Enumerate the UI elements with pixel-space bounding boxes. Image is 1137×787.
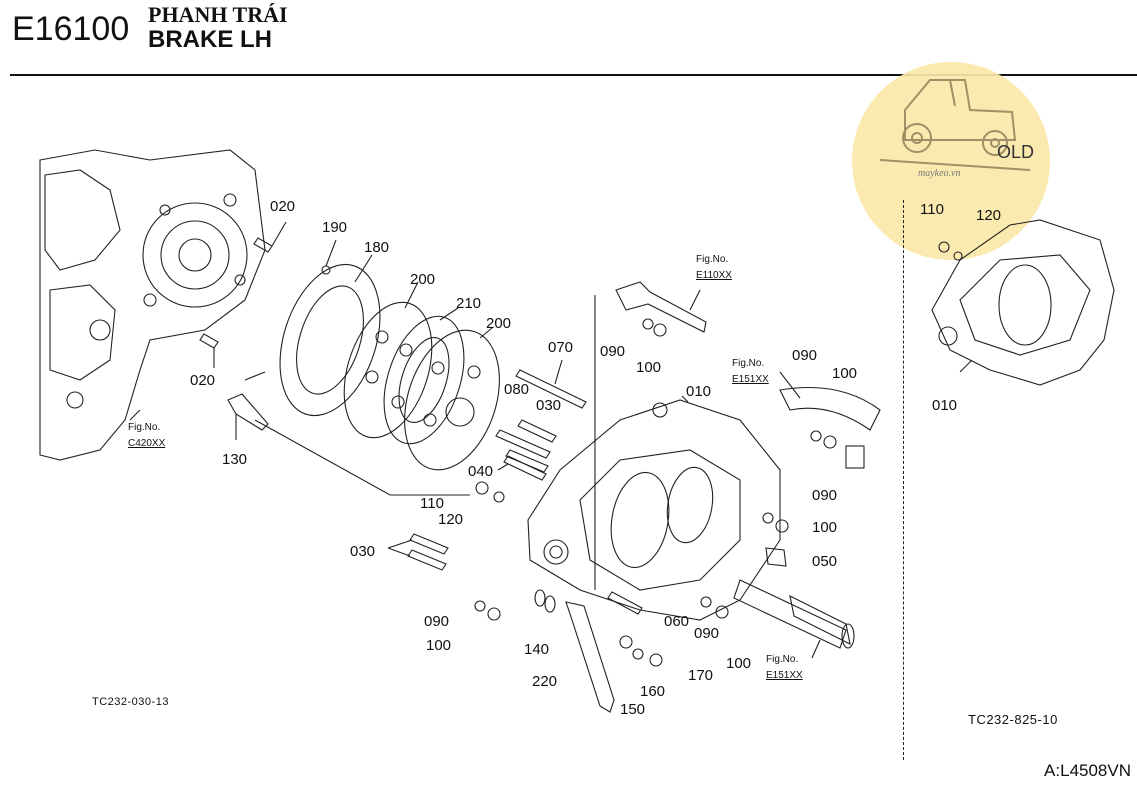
- callout-inset-120: 120: [976, 207, 1001, 224]
- plug-050: [765, 547, 787, 567]
- o-ring-140b: [544, 595, 556, 613]
- fig-label-e110: Fig.No.: [696, 254, 728, 265]
- nut-100c: [775, 519, 789, 533]
- fig-label-e151b: Fig.No.: [766, 654, 798, 665]
- callout-090-right: 090: [792, 347, 817, 364]
- stud-040: [503, 455, 547, 481]
- stud-030-lower: [409, 533, 449, 555]
- callout-220: 220: [532, 673, 557, 690]
- inset-divider: [903, 200, 904, 760]
- stud-070: [515, 369, 587, 409]
- callout-210: 210: [456, 295, 481, 312]
- bolt-060: [607, 591, 643, 615]
- callout-080: 080: [504, 381, 529, 398]
- callout-020-lower: 020: [190, 372, 215, 389]
- dowel-pin-upper: [253, 237, 273, 253]
- callout-030-upper: 030: [536, 397, 561, 414]
- callout-190: 190: [322, 219, 347, 236]
- callout-100-top: 100: [636, 359, 661, 376]
- nut-100a: [653, 323, 667, 337]
- washer-090c: [762, 512, 774, 524]
- callout-inset-110: 110: [920, 201, 944, 218]
- nut-100b: [823, 435, 837, 449]
- drawing-code-main: TC232-030-13: [92, 696, 169, 708]
- stud-080: [495, 429, 551, 459]
- friction-plate-180: [279, 263, 381, 417]
- inset-bolt-110: [938, 241, 950, 253]
- title-english: BRAKE LH: [148, 26, 272, 53]
- callout-140: 140: [524, 641, 549, 658]
- drawing-code-inset: TC232-825-10: [968, 712, 1058, 727]
- nut-100d: [715, 605, 729, 619]
- callout-100-left: 100: [426, 637, 451, 654]
- callout-050: 050: [812, 553, 837, 570]
- brake-disc-200a: [343, 301, 433, 439]
- callout-110: 110: [420, 495, 444, 512]
- callout-030-lower: 030: [350, 543, 375, 560]
- callout-100-right: 100: [832, 365, 857, 382]
- callout-120: 120: [438, 511, 463, 528]
- nut-100e: [487, 607, 501, 621]
- o-ring-140a: [534, 589, 546, 607]
- section-code: E16100: [12, 10, 130, 48]
- callout-060: 060: [664, 613, 689, 630]
- fig-ref-c420: C420XX: [128, 438, 166, 449]
- callout-090-top: 090: [600, 343, 625, 360]
- inset-washer-120: [953, 251, 963, 261]
- washer-090e: [474, 600, 486, 612]
- washer-150: [619, 635, 633, 649]
- washer-160: [632, 648, 644, 660]
- pressure-plate-210: [383, 315, 465, 445]
- stamp-old-label: OLD: [997, 142, 1035, 162]
- callout-160: 160: [640, 683, 665, 700]
- callout-170: 170: [688, 667, 713, 684]
- fig-ref-e151b: E151XX: [766, 670, 803, 681]
- fig-label-c420: Fig.No.: [128, 422, 160, 433]
- callout-130: 130: [222, 451, 247, 468]
- callout-100-mid: 100: [812, 519, 837, 536]
- model-code: A:L4508VN: [1044, 761, 1131, 780]
- callout-090-low: 090: [694, 625, 719, 642]
- axle-shaft: [733, 579, 847, 649]
- washer-120: [493, 491, 505, 503]
- fig-ref-e110: E110XX: [696, 270, 732, 281]
- washer-090b: [810, 430, 822, 442]
- bolt-110: [475, 481, 489, 495]
- brake-disc-200b: [404, 329, 500, 471]
- callout-150: 150: [620, 701, 645, 718]
- callout-200b: 200: [486, 315, 511, 332]
- callout-090-left: 090: [424, 613, 449, 630]
- brake-lever-220: [565, 601, 615, 713]
- fender-outline: [779, 386, 881, 431]
- callout-100-low: 100: [726, 655, 751, 672]
- brake-case-010: [527, 399, 781, 621]
- fig-ref-e151a: E151XX: [732, 374, 769, 385]
- callout-070: 070: [548, 339, 573, 356]
- fig-label-e151a: Fig.No.: [732, 358, 764, 369]
- callout-180: 180: [364, 239, 389, 256]
- pin-assembly: [615, 281, 707, 333]
- washer-090a: [642, 318, 654, 330]
- nut-170: [649, 653, 663, 667]
- inset-brake-case: [931, 219, 1115, 386]
- callout-inset-010: 010: [932, 397, 957, 414]
- transmission-housing: [39, 149, 266, 461]
- callout-040: 040: [468, 463, 493, 480]
- stamp-site-label: maykeo.vn: [918, 168, 961, 179]
- callout-090-mid: 090: [812, 487, 837, 504]
- callout-010: 010: [686, 383, 711, 400]
- callout-020-upper: 020: [270, 198, 295, 215]
- hex-bolt-130: [227, 393, 269, 431]
- stud-030-upper: [517, 419, 557, 443]
- header-rule: [10, 74, 1137, 76]
- title-vietnamese: PHANH TRÁI: [148, 2, 288, 27]
- washer-090d: [700, 596, 712, 608]
- dowel-pin-lower: [199, 333, 219, 349]
- callout-200a: 200: [410, 271, 435, 288]
